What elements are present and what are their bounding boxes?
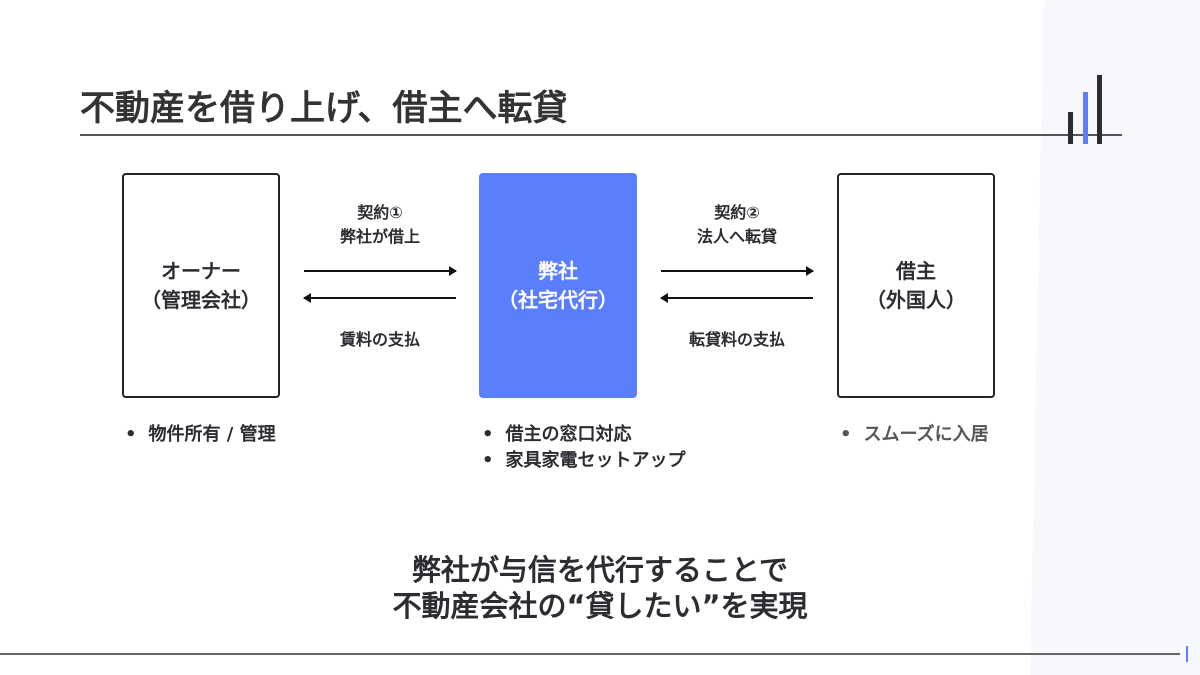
footer-tick xyxy=(1186,646,1188,662)
sublease-payment-label: 転貸料の支払 xyxy=(688,330,785,349)
background-panel xyxy=(1030,0,1200,675)
rent-payment-label: 賃料の支払 xyxy=(339,330,420,349)
owner-box: オーナー （管理会社） xyxy=(122,173,280,398)
contract2-label: 契約② 法人へ転貸 xyxy=(657,201,817,249)
owner-bullets: 物件所有 / 管理 xyxy=(125,422,276,448)
tenant-sublabel: （外国人） xyxy=(866,287,966,312)
tenant-bullets: スムーズに入居 xyxy=(840,422,989,448)
contract1-title: 契約① xyxy=(357,203,403,222)
owner-label: オーナー xyxy=(161,258,241,283)
company-label: 弊社 xyxy=(538,258,578,283)
conclusion-text: 弊社が与信を代行することで 不動産会社の“貸したい”を実現 xyxy=(0,552,1200,624)
arrow-left-icon xyxy=(660,293,813,303)
contract1-label: 契約① 弊社が借上 xyxy=(300,201,460,249)
tenant-label: 借主 xyxy=(896,258,936,283)
contract2-desc: 法人へ転貸 xyxy=(696,227,777,246)
slide-title: 不動産を借り上げ、借主へ転貸 xyxy=(80,89,568,129)
arrow-left-icon xyxy=(303,293,456,303)
list-item: スムーズに入居 xyxy=(840,422,989,448)
company-box: 弊社 （社宅代行） xyxy=(479,173,637,398)
conclusion-line1: 弊社が与信を代行することで xyxy=(411,553,789,587)
title-divider xyxy=(80,134,1122,136)
contract1-desc: 弊社が借上 xyxy=(339,227,420,246)
list-item: 家具家電セットアップ xyxy=(482,448,686,474)
footer-divider xyxy=(0,653,1180,655)
company-sublabel: （社宅代行） xyxy=(498,287,618,312)
list-item: 物件所有 / 管理 xyxy=(125,422,276,448)
company-bullets: 借主の窓口対応 家具家電セットアップ xyxy=(482,422,686,474)
list-item: 借主の窓口対応 xyxy=(482,422,686,448)
tenant-box: 借主 （外国人） xyxy=(837,173,995,398)
arrow-right-icon xyxy=(661,266,814,276)
owner-sublabel: （管理会社） xyxy=(141,287,261,312)
arrow-right-icon xyxy=(304,266,457,276)
conclusion-line2: 不動産会社の“貸したい”を実現 xyxy=(392,589,808,623)
contract2-title: 契約② xyxy=(714,203,760,222)
